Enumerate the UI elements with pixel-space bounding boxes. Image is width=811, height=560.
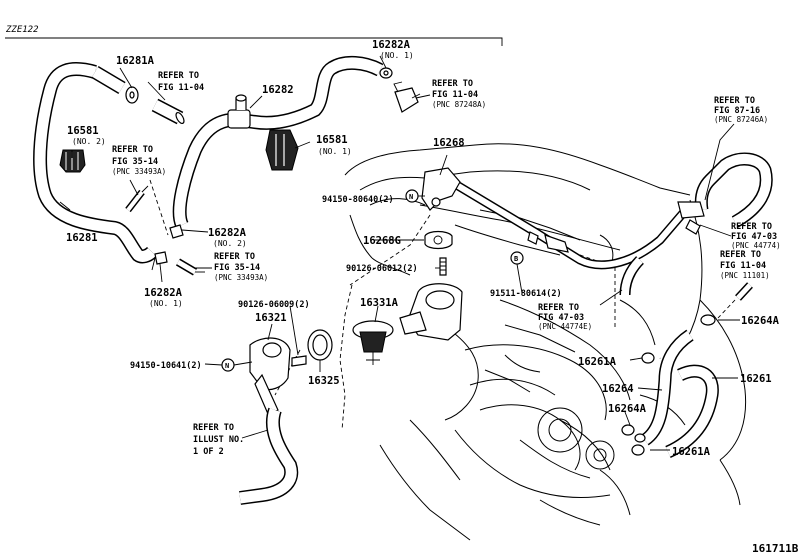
ref-fig1104-a-line1: REFER TO — [158, 71, 199, 81]
label-94150-10641: 94150-10641(2) — [130, 361, 202, 371]
svg-text:B: B — [514, 255, 518, 263]
clamp-16282A-no2 — [169, 224, 184, 239]
ref-fig1104-b-line1: REFER TO — [432, 79, 473, 89]
fitting-11101 — [735, 282, 753, 301]
hose-lower-left — [239, 407, 299, 505]
hose-16282 — [172, 56, 384, 228]
ref-fig1104-c-line1: REFER TO — [720, 250, 761, 260]
clamp-16264A-right — [700, 314, 716, 326]
svg-text:N: N — [225, 362, 229, 370]
ref-fig3514-a-line1: REFER TO — [112, 145, 153, 155]
valve-87248A — [393, 81, 421, 113]
label-16261A-mid: 16261A — [578, 356, 617, 368]
hose-upper-right — [694, 152, 773, 228]
figure-id: 161711B — [752, 542, 799, 555]
ref-fig3514-a-line2: FIG 35-14 — [112, 157, 158, 167]
pipe-fig1104 — [151, 98, 185, 125]
pipe-16268 — [421, 167, 694, 270]
ref-fig3514-a-line3: (PNC 33493A) — [112, 167, 166, 176]
label-90126-06012: 90126-06012(2) — [346, 264, 418, 274]
bolt-91511-80614: B — [510, 251, 524, 265]
inlet-16321 — [249, 337, 307, 415]
hose-16264 — [640, 329, 694, 446]
ref-fig4703-b-line3: (PNC 44774E) — [538, 322, 592, 331]
ref-fig8716-line3: (PNC 87246A) — [714, 115, 768, 124]
ref-fig4703-a-line1: REFER TO — [731, 222, 772, 232]
cap-16581-no2 — [59, 149, 86, 173]
ref-fig4703-a-line3: (PNC 44774) — [731, 241, 781, 250]
ref-fig4703-a-line2: FIG 47-03 — [731, 232, 777, 242]
clamp-16264A-low — [621, 424, 646, 443]
label-16282A-no2-sub: (NO. 2) — [213, 239, 247, 248]
labels: 16281A REFER TO FIG 11-04 16282A (NO. 1)… — [66, 39, 799, 555]
label-16581-no2: 16581 — [67, 125, 99, 137]
label-16282A-no1-sub: (NO. 1) — [149, 299, 183, 308]
ref-fig1104-b-line2: FIG 11-04 — [432, 90, 478, 100]
ref-fig8716-line1: REFER TO — [714, 96, 755, 106]
gasket-16268G — [424, 230, 453, 250]
label-16331A: 16331A — [360, 297, 399, 309]
stud-90126-06012 — [439, 257, 447, 276]
ref-fig8716-line2: FIG 87-16 — [714, 106, 760, 116]
hose-16281 — [33, 62, 157, 264]
svg-text:N: N — [409, 193, 413, 201]
hose-mid-connector — [619, 256, 645, 296]
label-16281: 16281 — [66, 232, 98, 244]
fitting-3514-upper — [125, 185, 149, 213]
ref-fig4703-b-line2: FIG 47-03 — [538, 313, 584, 323]
ref-fig1104-c-line2: FIG 11-04 — [720, 261, 766, 271]
ref-illust-line3: 1 OF 2 — [193, 447, 224, 457]
label-16282: 16282 — [262, 84, 294, 96]
clamp-16261A-low — [631, 444, 645, 456]
ref-fig3514-b-line2: FIG 35-14 — [214, 263, 260, 273]
label-16321: 16321 — [255, 312, 287, 324]
bolt-94150-10641: N — [221, 358, 253, 372]
label-16282A-top: 16282A — [372, 39, 411, 51]
label-16282A-top-sub: (NO. 1) — [380, 51, 414, 60]
thermostat-16331A — [352, 320, 394, 365]
engine-block — [344, 143, 747, 541]
label-16261: 16261 — [740, 373, 772, 385]
hose-16261 — [665, 364, 719, 458]
label-16268G: 16268G — [363, 235, 401, 247]
clamp-16282A-top — [379, 67, 393, 79]
label-16261A-low: 16261A — [672, 446, 711, 458]
label-16581-no2-sub: (NO. 2) — [72, 137, 106, 146]
bolt-94150-80640: N — [405, 189, 425, 203]
thermostat-housing — [399, 283, 463, 341]
clamp-16261A-mid — [641, 352, 655, 364]
label-16282A-no1: 16282A — [144, 287, 183, 299]
leader-lines — [59, 55, 740, 451]
label-16282A-no2: 16282A — [208, 227, 247, 239]
ref-fig1104-a-line2: FIG 11-04 — [158, 83, 204, 93]
clamp-16281A — [125, 86, 139, 104]
ref-fig3514-b-line3: (PNC 33493A) — [214, 273, 268, 282]
label-94150-80640: 94150-80640(2) — [322, 195, 394, 205]
label-16325: 16325 — [308, 375, 340, 387]
label-16581-no1: 16581 — [316, 134, 348, 146]
model-code: ZZE122 — [5, 25, 39, 35]
ref-illust-line2: ILLUST NO. — [193, 435, 244, 445]
ref-fig1104-c-line3: (PNC 11101) — [720, 271, 770, 280]
label-16581-no1-sub: (NO. 1) — [318, 147, 352, 156]
label-16264A-low: 16264A — [608, 403, 647, 415]
seal-16325 — [307, 329, 333, 361]
label-16281A-top: 16281A — [116, 55, 155, 67]
label-16268: 16268 — [433, 137, 465, 149]
fitting-3514-lower — [175, 258, 205, 276]
ref-illust-line1: REFER TO — [193, 423, 234, 433]
tee-fitting — [227, 94, 251, 129]
cap-16581-no1 — [265, 129, 299, 171]
label-16264: 16264 — [602, 383, 634, 395]
clamp-16282A-no1 — [151, 251, 168, 271]
label-91511-80614: 91511-80614(2) — [490, 289, 562, 299]
ref-fig4703-b-line1: REFER TO — [538, 303, 579, 313]
ref-fig1104-b-line3: (PNC 87248A) — [432, 100, 486, 109]
model-bracket: ZZE122 — [5, 25, 503, 46]
ref-fig3514-b-line1: REFER TO — [214, 252, 255, 262]
label-90126-06009: 90126-06009(2) — [238, 300, 310, 310]
label-16264A-right: 16264A — [741, 315, 780, 327]
fitting-upper-right — [677, 201, 705, 235]
